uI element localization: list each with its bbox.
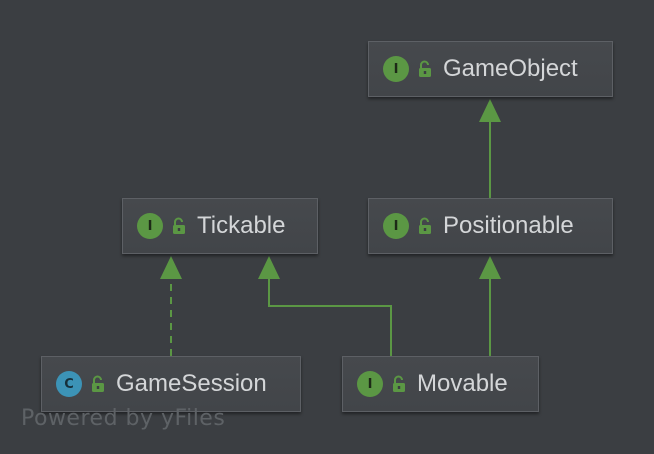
public-unlock-icon [92, 375, 104, 392]
interface-icon: I [383, 213, 409, 239]
node-label: Positionable [443, 212, 574, 239]
public-unlock-icon [393, 375, 405, 392]
node-gamesession[interactable]: C GameSession [41, 356, 301, 412]
arrowhead-gameobject [479, 99, 501, 122]
node-positionable[interactable]: I Positionable [368, 198, 613, 254]
interface-icon: I [383, 56, 409, 82]
node-label: GameSession [116, 370, 267, 397]
arrowhead-tickable-right [258, 256, 280, 279]
interface-icon: I [137, 213, 163, 239]
public-unlock-icon [419, 217, 431, 234]
node-tickable[interactable]: I Tickable [122, 198, 318, 254]
class-icon: C [56, 371, 82, 397]
node-label: Movable [417, 370, 508, 397]
node-label: Tickable [197, 212, 286, 239]
public-unlock-icon [173, 217, 185, 234]
node-gameobject[interactable]: I GameObject [368, 41, 613, 97]
arrowhead-tickable-left [160, 256, 182, 279]
public-unlock-icon [419, 60, 431, 77]
arrowhead-positionable [479, 256, 501, 279]
interface-icon: I [357, 371, 383, 397]
node-movable[interactable]: I Movable [342, 356, 539, 412]
powered-by-watermark: Powered by yFiles [21, 406, 226, 431]
edge-movable-tickable [268, 279, 392, 356]
node-label: GameObject [443, 55, 578, 82]
